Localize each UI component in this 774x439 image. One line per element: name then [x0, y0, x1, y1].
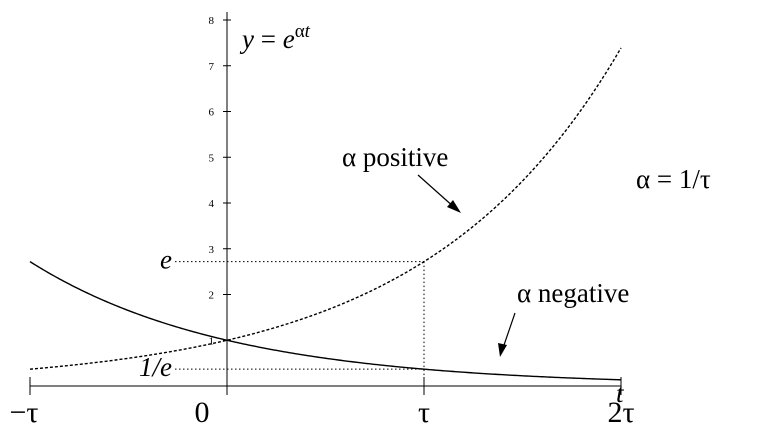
- y-tick-label: 2: [209, 290, 215, 302]
- reference-lines: [175, 261, 425, 386]
- x-axis-label: t: [616, 378, 625, 408]
- series-label-positive: α positive: [342, 142, 448, 172]
- axes: [29, 12, 622, 395]
- title-base: e: [283, 24, 295, 54]
- arrow-negative: [502, 312, 516, 349]
- y-tick-label: 7: [209, 61, 215, 73]
- alpha-definition: α = 1/τ: [636, 164, 711, 194]
- arrow-positive: [417, 174, 456, 209]
- y-tick-label: 1: [209, 335, 215, 347]
- title-lhs: y: [239, 24, 254, 54]
- arrowhead-positive: [447, 200, 461, 213]
- series-line: [29, 47, 622, 370]
- title-eq: =: [254, 24, 283, 54]
- title-exp-greek: α: [295, 21, 305, 42]
- chart-title: y = eαt: [239, 21, 311, 54]
- y-tick-label: 4: [209, 198, 215, 210]
- curves: [29, 47, 622, 381]
- y-tick-label: 3: [209, 244, 215, 256]
- series-line: [29, 261, 622, 381]
- arrowhead-negative: [498, 343, 507, 357]
- title-exp-var: t: [305, 21, 311, 42]
- reference-label: 1/e: [139, 352, 172, 382]
- series-label-negative: α negative: [517, 278, 629, 308]
- y-tick-label: 6: [209, 107, 215, 119]
- x-tick-label: 2τ: [607, 396, 634, 429]
- x-tick-label: 0: [195, 396, 210, 429]
- x-tick-label: −τ: [10, 396, 39, 429]
- x-tick-label: τ: [418, 396, 430, 429]
- y-tick-label: 5: [209, 152, 215, 164]
- y-tick-label: 8: [209, 15, 215, 27]
- reference-label: e: [160, 245, 172, 275]
